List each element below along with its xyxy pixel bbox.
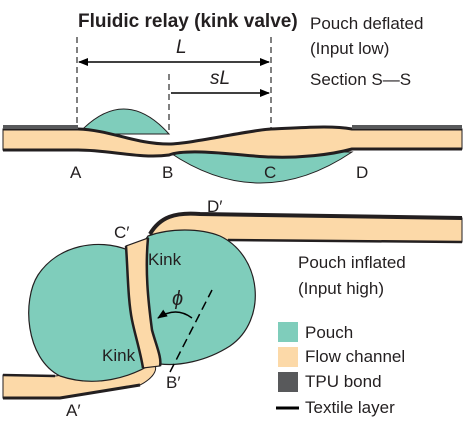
- point-label-a: A: [70, 163, 82, 182]
- legend-label-textile-layer: Textile layer: [305, 398, 395, 417]
- section-label: Section S—S: [310, 70, 411, 89]
- kink-label-upper: Kink: [148, 250, 182, 269]
- legend-swatch-tpu-bond: [278, 372, 298, 392]
- dimension-label-partial: sL: [210, 68, 230, 89]
- textile-layer-lower-left-bottom: [3, 383, 141, 400]
- legend-item-flow-channel: Flow channel: [278, 347, 405, 367]
- point-label-d-prime: D′: [207, 197, 222, 216]
- point-label-b-prime: B′: [166, 373, 181, 392]
- textile-layer-upper-right: [148, 211, 463, 236]
- point-label-c: C: [264, 163, 276, 182]
- pouch-upper-deflated: [76, 108, 171, 135]
- kink-label-lower: Kink: [102, 346, 136, 365]
- legend-item-textile-layer: Textile layer: [276, 398, 395, 417]
- textile-layer-lower-left-top: [2, 373, 56, 378]
- legend-item-pouch: Pouch: [278, 322, 353, 342]
- point-label-c-prime: C′: [114, 223, 129, 242]
- textile-layer-kinked-left: [124, 245, 145, 369]
- legend-label-tpu-bond: TPU bond: [305, 372, 382, 391]
- point-label-a-prime: A′: [66, 401, 81, 420]
- textile-layer-kinked-right: [145, 237, 162, 367]
- angle-symbol: ϕ: [172, 288, 183, 310]
- state-label-inflated: Pouch inflated: [298, 253, 406, 272]
- angle-arc: [157, 309, 193, 319]
- pouch-lower-deflated: [167, 151, 354, 184]
- textile-layer-top-lower: [3, 147, 462, 159]
- legend-swatch-flow-channel: [278, 347, 298, 367]
- state-label-input-low: (Input low): [310, 39, 389, 58]
- textile-layer-top-upper: [3, 125, 462, 146]
- textile-layer-upper-right-lower: [227, 238, 463, 244]
- point-label-d: D: [356, 163, 368, 182]
- state-label-input-high: (Input high): [298, 279, 384, 298]
- state-label-deflated: Pouch deflated: [310, 14, 423, 33]
- legend: Pouch Flow channel TPU bond Textile laye…: [276, 322, 405, 417]
- diagram-title: Fluidic relay (kink valve): [78, 11, 298, 32]
- dimension-label-total: L: [176, 37, 187, 58]
- point-label-b: B: [162, 163, 173, 182]
- angle-reference-line: [169, 289, 213, 373]
- legend-item-tpu-bond: TPU bond: [278, 372, 382, 392]
- legend-label-flow-channel: Flow channel: [305, 347, 405, 366]
- legend-swatch-pouch: [278, 322, 298, 342]
- legend-label-pouch: Pouch: [305, 323, 353, 342]
